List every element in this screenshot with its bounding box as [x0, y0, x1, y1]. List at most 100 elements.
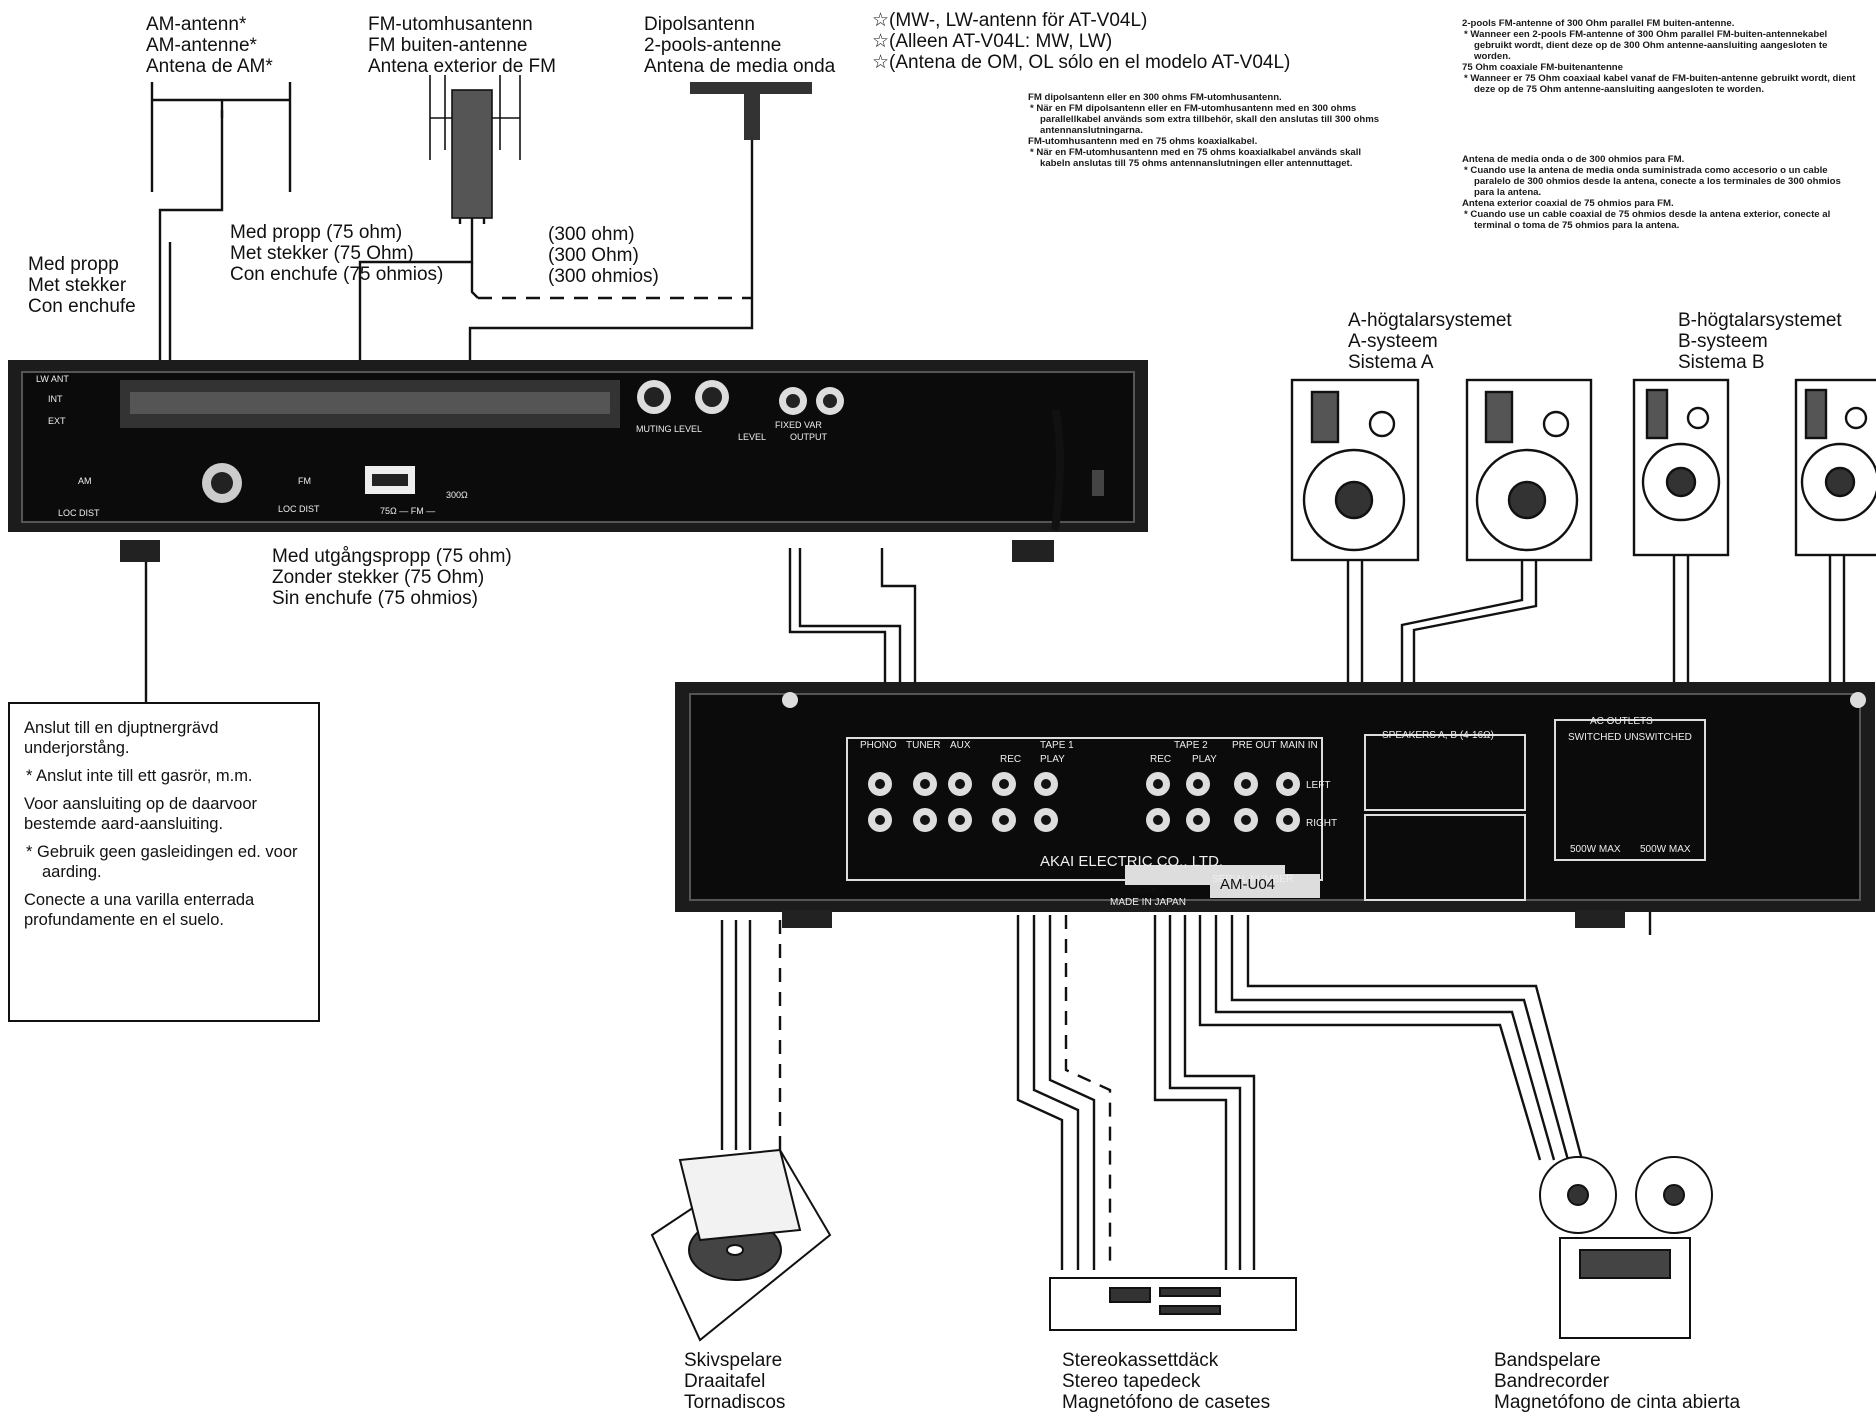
amp-input-tape2: TAPE 2 — [1174, 740, 1208, 751]
am-antenna-sv: AM-antenn* — [146, 14, 247, 35]
tuner-fixed-var: FIXED VAR — [775, 420, 822, 430]
amp-made-in: MADE IN JAPAN — [1110, 897, 1186, 908]
am-antenna-es: Antena de AM* — [146, 56, 273, 77]
amp-speakers-label: SPEAKERS A, B (4-16Ω) — [1382, 730, 1494, 741]
turntable-icon — [650, 1148, 832, 1342]
dutch-note-b2: * Wanneer er 75 Ohm coaxiaal kabel vanaf… — [1464, 73, 1856, 95]
amp-input-aux: AUX — [950, 740, 971, 751]
med-propp-75-sv: Med propp (75 ohm) — [230, 222, 403, 243]
reel-es: Magnetófono de cinta abierta — [1494, 1392, 1741, 1413]
tuner-ant-ext: EXT — [48, 416, 66, 426]
spanish-note-b1: * Cuando use la antena de media onda sum… — [1464, 165, 1841, 198]
amp-play-1: PLAY — [1040, 754, 1065, 765]
dipole-feed — [468, 140, 754, 372]
amp-ac-outlets: AC OUTLETS — [1590, 716, 1653, 727]
amp-jack-hole — [955, 815, 965, 825]
amp-input-tape1: TAPE 1 — [1040, 740, 1074, 751]
star-note-label: ☆(MW-, LW-antenn för AT-V04L) ☆(Alleen A… — [872, 10, 1290, 73]
swedish-note-b1: * När en FM dipolsantenn eller en FM-uto… — [1030, 103, 1380, 136]
amp-rec-2: REC — [1150, 754, 1171, 765]
med-propp-es: Con enchufe — [28, 296, 136, 317]
amp-jacks — [868, 772, 1300, 832]
output-plug-sv: Med utgångspropp (75 ohm) — [272, 546, 512, 567]
dipole-antenna-icon — [690, 82, 812, 140]
dipole-nl: 2-pools-antenne — [644, 35, 782, 56]
dipole-es: Antena de media onda — [644, 56, 836, 77]
swedish-note-title2: FM-utomhusantenn med en 75 ohms koaxialk… — [1028, 136, 1258, 147]
amp-jack-hole — [999, 779, 1009, 789]
am-feed — [158, 110, 224, 372]
cassette-deck-icon — [1049, 1277, 1297, 1331]
amp-pre-out: PRE OUT — [1232, 740, 1276, 751]
amp-main-in: MAIN IN — [1280, 740, 1318, 751]
swedish-note: FM dipolsantenn eller en 300 ohms FM-uto… — [1028, 92, 1388, 169]
tuner-output: OUTPUT — [790, 432, 828, 442]
amp-jack-hole — [1283, 815, 1293, 825]
amp-jack-hole — [1193, 815, 1203, 825]
amp-jack-hole — [1241, 815, 1251, 825]
star-note-es: ☆(Antena de OM, OL sólo en el modelo AT-… — [872, 52, 1291, 73]
swedish-note-b2: * När en FM-utomhusantenn med en 75 ohms… — [1030, 147, 1362, 169]
ohm300-nl: (300 Ohm) — [548, 245, 639, 266]
tuner-fm-label: FM — [298, 476, 311, 486]
fm-outdoor-sv: FM-utomhusantenn — [368, 14, 533, 35]
cassette-label: Stereokassettdäck Stereo tapedeck Magnet… — [1062, 1350, 1270, 1413]
swedish-note-title: FM dipolsantenn eller en 300 ohms FM-uto… — [1028, 92, 1282, 103]
med-propp-75-nl: Met stekker (75 Ohm) — [230, 243, 414, 264]
ground-nl2: * Gebruik geen gasleidingen ed. voor aar… — [26, 843, 298, 881]
dutch-note-title: 2-pools FM-antenne of 300 Ohm parallel F… — [1462, 18, 1735, 29]
speaker-b-right — [1794, 378, 1876, 557]
speaker-b-nl: B-systeem — [1678, 331, 1768, 352]
fm-outdoor-es: Antena exterior de FM — [368, 56, 556, 77]
dutch-note: 2-pools FM-antenne of 300 Ohm parallel F… — [1462, 18, 1862, 95]
amp-left: LEFT — [1306, 780, 1330, 791]
ground-es1: Conecte a una varilla enterrada profunda… — [24, 891, 255, 929]
amp-input-phono: PHONO — [860, 740, 897, 751]
speaker-a-label: A-högtalarsystemet A-systeem Sistema A — [1348, 310, 1512, 373]
tuner-rear-panel — [8, 360, 1148, 562]
speaker-b-es: Sistema B — [1678, 352, 1765, 373]
tuner-muting: MUTING LEVEL — [636, 424, 702, 434]
reel-nl: Bandrecorder — [1494, 1371, 1610, 1392]
cassette-sv: Stereokassettdäck — [1062, 1350, 1219, 1371]
output-plug-label: Med utgångspropp (75 ohm) Zonder stekker… — [272, 546, 512, 609]
turntable-sv: Skivspelare — [684, 1350, 783, 1371]
am-antenna-nl: AM-antenne* — [146, 35, 257, 56]
reel-label: Bandspelare Bandrecorder Magnetófono de … — [1494, 1350, 1740, 1413]
dutch-note-title2: 75 Ohm coaxiale FM-buitenantenne — [1462, 62, 1623, 73]
amp-jack-hole — [1153, 779, 1163, 789]
speaker-a-nl: A-systeem — [1348, 331, 1438, 352]
reel-sv: Bandspelare — [1494, 1350, 1601, 1371]
amp-jack-hole — [875, 779, 885, 789]
speaker-b-label: B-högtalarsystemet B-systeem Sistema B — [1678, 310, 1842, 373]
star-note-sv: ☆(MW-, LW-antenn för AT-V04L) — [872, 10, 1148, 31]
ground-sv2: * Anslut inte till ett gasrör, m.m. — [26, 767, 253, 785]
amp-jack-hole — [955, 779, 965, 789]
reel-to-reel-icon — [1539, 1156, 1713, 1339]
amp-right: RIGHT — [1306, 818, 1337, 829]
ground-note-box: Anslut till en djuptnergrävd underjorstå… — [8, 702, 320, 1022]
ohm300-label: (300 ohm) (300 Ohm) (300 ohmios) — [548, 224, 659, 287]
speaker-b-left — [1632, 378, 1730, 557]
spanish-note: Antena de media onda o de 300 ohmios par… — [1462, 154, 1862, 231]
med-propp-sv: Med propp — [28, 254, 119, 275]
amp-jack-hole — [920, 779, 930, 789]
fm-outdoor-nl: FM buiten-antenne — [368, 35, 528, 56]
amp-model-label: MODEL — [1130, 885, 1166, 896]
amplifier-rear-panel — [675, 682, 1875, 928]
speaker-a-es: Sistema A — [1348, 352, 1434, 373]
output-plug-es: Sin enchufe (75 ohmios) — [272, 588, 478, 609]
output-plug-nl: Zonder stekker (75 Ohm) — [272, 567, 485, 588]
turntable-nl: Draaitafel — [684, 1371, 766, 1392]
speaker-a-left — [1290, 378, 1420, 562]
dutch-note-b1: * Wanneer een 2-pools FM-antenne of 300 … — [1464, 29, 1828, 62]
tuner-75ohm: 75Ω — FM — — [380, 506, 435, 516]
med-propp-label: Med propp Met stekker Con enchufe — [28, 254, 136, 317]
fm-outdoor-label: FM-utomhusantenn FM buiten-antenne Anten… — [368, 14, 556, 77]
amp-play-2: PLAY — [1192, 754, 1217, 765]
fm-75-feed — [358, 224, 474, 372]
spanish-note-title2: Antena exterior coaxial de 75 ohmios par… — [1462, 198, 1674, 209]
amp-jack-hole — [999, 815, 1009, 825]
amp-jack-hole — [1193, 779, 1203, 789]
turntable-es: Tornadiscos — [684, 1392, 786, 1413]
